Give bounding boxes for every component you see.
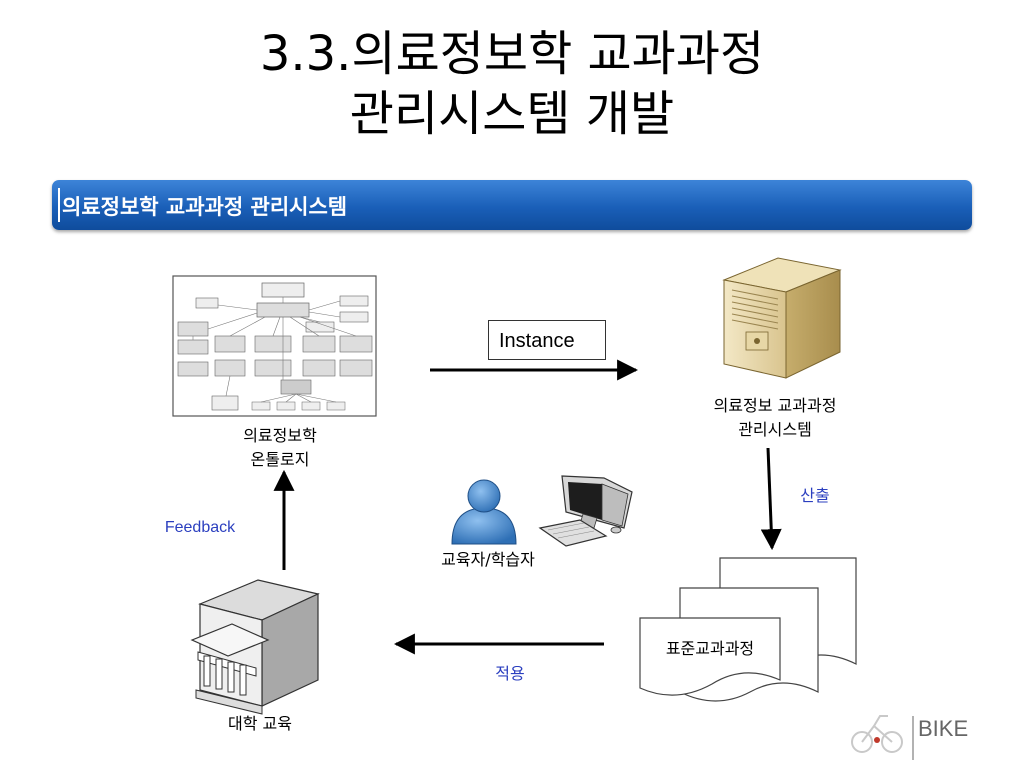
- ontology-label-line-2: 온톨로지: [250, 450, 310, 469]
- ontology-label: 의료정보학 온톨로지: [200, 424, 360, 472]
- instance-box: Instance: [488, 320, 606, 360]
- banner-bar: [58, 188, 60, 222]
- document-label: 표준교과과정: [665, 639, 755, 658]
- document-stack-icon: [639, 557, 857, 702]
- output-label: 산출: [800, 486, 830, 505]
- server-icon: [722, 257, 842, 379]
- feedback-label: Feedback: [164, 519, 236, 536]
- banner-text: 의료정보학 교과과정 관리시스템: [62, 195, 348, 219]
- university-building-icon: [190, 579, 320, 715]
- ontology-label-line-1: 의료정보학: [243, 426, 317, 445]
- section-banner: 의료정보학 교과과정 관리시스템: [52, 180, 972, 230]
- server-label-line-1: 의료정보 교과과정: [713, 396, 837, 415]
- server-label-line-2: 관리시스템: [738, 420, 812, 439]
- computer-icon: [538, 475, 633, 547]
- bike-logo-icon: [851, 715, 914, 760]
- title-line-2: 관리시스템 개발: [349, 86, 675, 142]
- user-label: 교육자/학습자: [441, 550, 535, 569]
- university-label: 대학 교육: [228, 714, 292, 733]
- server-label: 의료정보 교과과정 관리시스템: [690, 394, 860, 442]
- bike-logo-text: BIKE: [918, 716, 969, 741]
- title-line-1: 3.3.의료정보학 교과과정: [259, 26, 765, 82]
- ontology-diagram-thumbnail: [172, 275, 377, 417]
- page-title: 3.3.의료정보학 교과과정 관리시스템 개발: [0, 24, 1024, 144]
- arrow-output: [760, 447, 782, 551]
- apply-label: 적용: [495, 664, 525, 683]
- user-icon: [451, 479, 517, 545]
